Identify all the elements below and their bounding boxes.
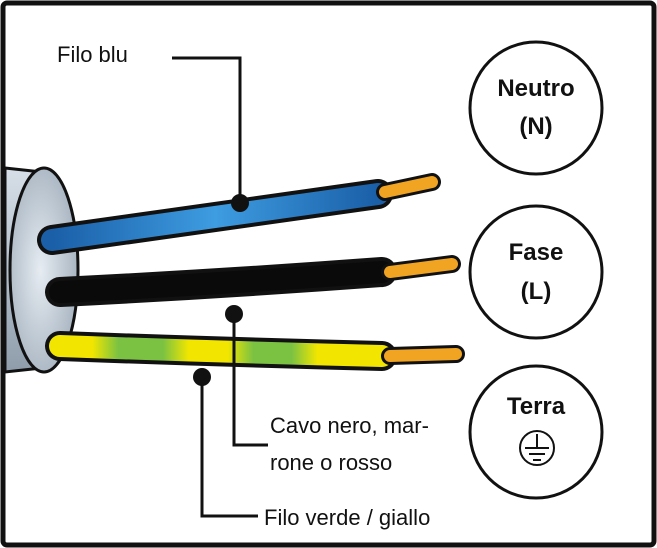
blue-wire-label: Filo blu: [57, 42, 128, 67]
neutral-terminal-symbol: (N): [519, 113, 553, 140]
black-wire: [45, 255, 461, 307]
blue-wire-leader: [172, 56, 242, 200]
neutral-terminal-circle: [468, 40, 604, 176]
neutral-terminal-name: Neutro: [497, 75, 575, 102]
earth-terminal-name: Terra: [506, 393, 566, 420]
black-wire-label-line2: rone o rosso: [270, 450, 393, 475]
earth-ground-icon: [519, 430, 555, 466]
black-wire-label-line1: Cavo nero, mar-: [270, 413, 429, 438]
leader-lines: [172, 56, 268, 518]
blue-wire-marker: [231, 194, 249, 212]
phase-terminal-symbol: (L): [520, 278, 552, 305]
phase-terminal-circle: [468, 204, 604, 340]
cable-sheath: [3, 166, 80, 374]
black-wire-marker: [225, 305, 243, 323]
green-yellow-wire-marker: [193, 368, 211, 386]
black-wire-leader: [232, 314, 268, 447]
green-yellow-wire-leader: [200, 377, 258, 518]
green-yellow-wire-label: Filo verde / giallo: [264, 505, 431, 530]
phase-terminal-name: Fase: [508, 239, 564, 266]
green-yellow-wire: [45, 331, 465, 371]
blue-wire: [37, 173, 441, 255]
